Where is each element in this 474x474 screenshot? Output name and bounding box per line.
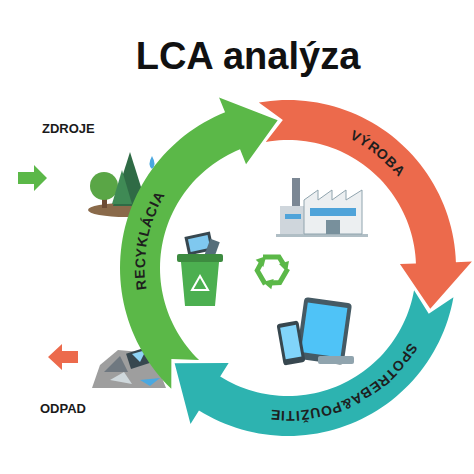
band-shape [259, 100, 472, 309]
cycle-arrow-band: RECYKLÁCIA [98, 78, 474, 458]
recycle-arrow-body [270, 265, 287, 287]
label-glyph: V [348, 127, 364, 146]
label-glyph: T [286, 408, 295, 424]
label-glyph: I [295, 408, 300, 424]
label-glyph: Ž [300, 407, 310, 424]
recycle-arrow [262, 261, 288, 291]
label-glyph: T [383, 365, 400, 382]
band-shape [175, 290, 454, 436]
label-glyph: P [330, 399, 344, 417]
label-glyph: C [142, 204, 161, 219]
band-label: RECYKLÁCIA [130, 187, 168, 295]
recycle-arrow [252, 254, 278, 284]
label-glyph: U [309, 405, 322, 423]
band-outline [98, 78, 474, 458]
label-glyph: R [132, 279, 149, 291]
waste-shard [110, 372, 132, 384]
stage-label: ZDROJE [42, 121, 95, 137]
recycle-symbol [252, 254, 289, 291]
band-outline [98, 78, 474, 458]
label-glyph: O [389, 357, 408, 376]
factory-hall [304, 190, 362, 234]
tablet-screen [301, 302, 348, 357]
label-glyph: R [375, 371, 393, 390]
label-glyph: A [349, 390, 365, 409]
factory-door [326, 220, 340, 234]
label-glyph: C [132, 258, 148, 269]
label-glyph: I [281, 408, 285, 424]
output-arrow [48, 344, 78, 370]
label-glyph: E [367, 378, 384, 396]
label-glyph: R [365, 138, 383, 157]
waste-bottle [140, 378, 160, 386]
label-glyph: Ý [357, 132, 373, 151]
bin-lid [177, 254, 223, 262]
pine-tree [113, 152, 147, 206]
factory-chimney [292, 178, 300, 208]
factory-wing [280, 206, 306, 234]
label-glyph: S [403, 341, 422, 358]
label-glyph: O [319, 402, 334, 420]
diagram-title: LCA analýza [136, 34, 361, 78]
water-drop [150, 156, 155, 169]
label-glyph: L [136, 226, 154, 238]
broken-screen [132, 350, 146, 362]
label-glyph: O [374, 145, 393, 164]
label-glyph: A [390, 161, 409, 179]
label-glyph: K [134, 236, 152, 249]
water-drop [161, 166, 166, 179]
broken-monitor [126, 347, 152, 369]
phone [277, 320, 306, 365]
label-glyph: E [132, 269, 148, 279]
tablet [296, 297, 352, 365]
factory-windows [310, 208, 356, 216]
cycle-arrow-band: SPOTREBA&POUŽITIE [98, 78, 474, 458]
band-shape [120, 97, 278, 388]
label-glyph: I [146, 199, 162, 209]
factory-windows [285, 214, 301, 219]
label-glyph: B [358, 384, 375, 403]
label-glyph: & [339, 394, 355, 413]
label-glyph: Y [132, 247, 149, 258]
band-label: VÝROBA [346, 126, 409, 180]
input-arrow [18, 165, 47, 191]
bin-recycle-mark [192, 276, 208, 290]
laptop-base [318, 356, 354, 364]
stage-label: ODPAD [40, 401, 86, 417]
label-glyph: P [397, 349, 415, 366]
tree-crown [90, 172, 118, 200]
phone-screen [280, 325, 301, 359]
water-drop [147, 174, 151, 184]
band-outline [98, 78, 474, 458]
label-glyph: Á [138, 215, 156, 230]
label-glyph: A [149, 189, 168, 206]
recycle-arrow-head [256, 254, 271, 268]
label-glyph: B [382, 153, 400, 172]
label-glyph: E [270, 407, 281, 424]
waste-shard [104, 356, 128, 372]
bin-body [181, 262, 219, 306]
cycle-arrow-band: VÝROBA [98, 78, 474, 458]
band-label: SPOTREBA&POUŽITIE [266, 339, 422, 426]
pine-tree [112, 170, 132, 204]
